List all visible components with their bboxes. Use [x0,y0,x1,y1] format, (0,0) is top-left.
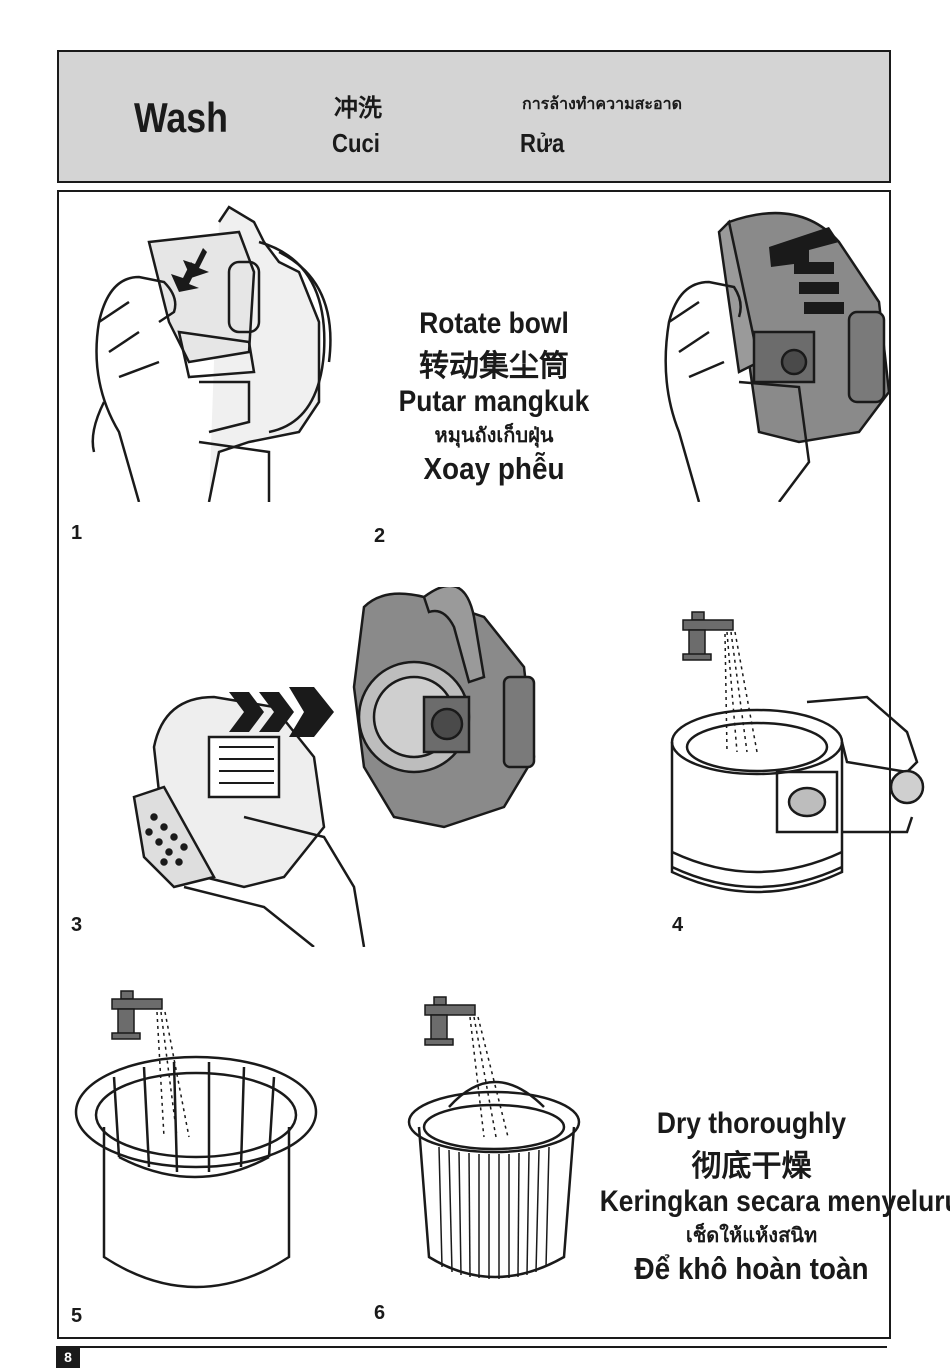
footer-rule [80,1346,887,1348]
title-vi: Rửa [520,128,565,158]
figure-3-separate-bowl [132,587,536,947]
caption-rotate-en: Rotate bowl [419,307,569,340]
step-number-4: 4 [672,914,684,936]
figure-5-rinse-container [74,990,318,1289]
step-number-5: 5 [71,1305,83,1327]
header-band: Wash 冲洗 Cuci การล้างทำความสะอาด Rửa [57,50,891,183]
caption-dry-id: Keringkan secara menyeluruh [599,1185,950,1218]
figure-6-rinse-filter [407,996,581,1279]
caption-dry-th: เช็ดให้แห้งสนิท [685,1225,818,1247]
step-number-2: 2 [374,525,386,547]
caption-rotate-bowl: Rotate bowl 转动集尘筒 Putar mangkuk หมุนถังเ… [364,307,624,487]
caption-rotate-th: หมุนถังเก็บฝุ่น [434,425,554,447]
title-zh: 冲洗 [334,95,382,122]
figure-1-release-bowl [91,205,332,502]
caption-rotate-id: Putar mangkuk [398,385,590,418]
caption-dry-en: Dry thoroughly [656,1107,847,1140]
title-th: การล้างทำความสะอาด [522,96,682,113]
caption-dry-vi: Để khô hoàn toàn [634,1251,869,1286]
step-number-6: 6 [374,1302,386,1324]
caption-dry-zh: 彻底干燥 [691,1150,812,1183]
figure-2-rotated-bowl [664,211,891,502]
title-en: Wash [134,94,228,141]
step-number-3: 3 [71,914,83,936]
caption-dry-thoroughly: Dry thoroughly 彻底干燥 Keringkan secara men… [579,1107,950,1287]
title-id: Cuci [332,128,380,158]
figure-4-rinse-bowl [670,611,925,894]
step-number-1: 1 [71,522,83,544]
caption-rotate-zh: 转动集尘筒 [419,350,569,383]
caption-rotate-vi: Xoay phễu [423,451,565,486]
page-number: 8 [56,1346,80,1368]
illustration-frame: Rotate bowl 转动集尘筒 Putar mangkuk หมุนถังเ… [57,190,950,1339]
